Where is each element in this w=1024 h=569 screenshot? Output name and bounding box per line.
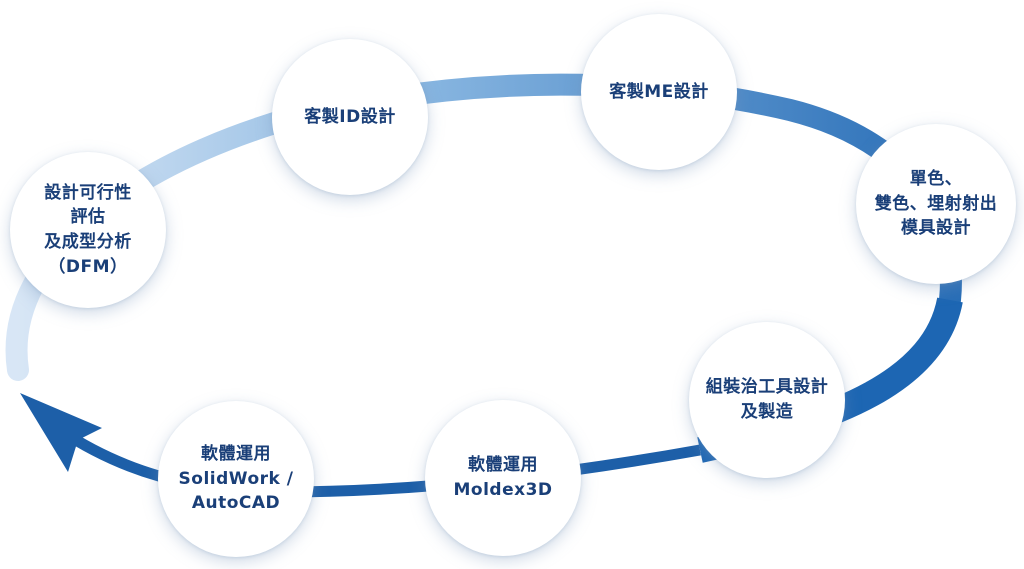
node-mold-design-line: 雙色、埋射射出 [874,193,998,214]
node-moldex3d-line: 軟體運用 [468,455,538,476]
node-dfm-line: 設計可行性 [44,182,132,203]
node-solidwork-line: AutoCAD [191,493,281,514]
node-dfm-line: 及成型分析 [44,232,132,252]
node-moldex3d: 軟體運用 Moldex3D [425,400,581,556]
node-id-design-line: 客製ID設計 [304,106,396,127]
node-jig-design-line: 組裝治工具設計 [705,377,829,398]
node-solidwork: 軟體運用 SolidWork / AutoCAD [158,401,314,557]
ring-bottom-arc [56,425,701,498]
node-solidwork-line: 軟體運用 [200,444,271,465]
node-solidwork-line: SolidWork / [178,468,294,489]
node-dfm-line: 評估 [70,207,106,228]
arrow-head [20,393,102,472]
node-mold-design: 單色、 雙色、埋射射出 模具設計 [856,124,1016,284]
node-jig-design: 組裝治工具設計 及製造 [689,322,845,478]
node-mold-design-line: 模具設計 [901,218,971,239]
node-jig-design-line: 及製造 [740,402,794,422]
node-id-design: 客製ID設計 [272,39,428,195]
node-me-design: 客製ME設計 [581,14,737,170]
node-dfm-line: （DFM） [48,256,128,277]
node-dfm: 設計可行性 評估 及成型分析 （DFM） [10,152,166,308]
node-me-design-line: 客製ME設計 [609,81,709,102]
node-mold-design-line: 單色、 [909,169,963,190]
node-moldex3d-line: Moldex3D [453,480,553,500]
